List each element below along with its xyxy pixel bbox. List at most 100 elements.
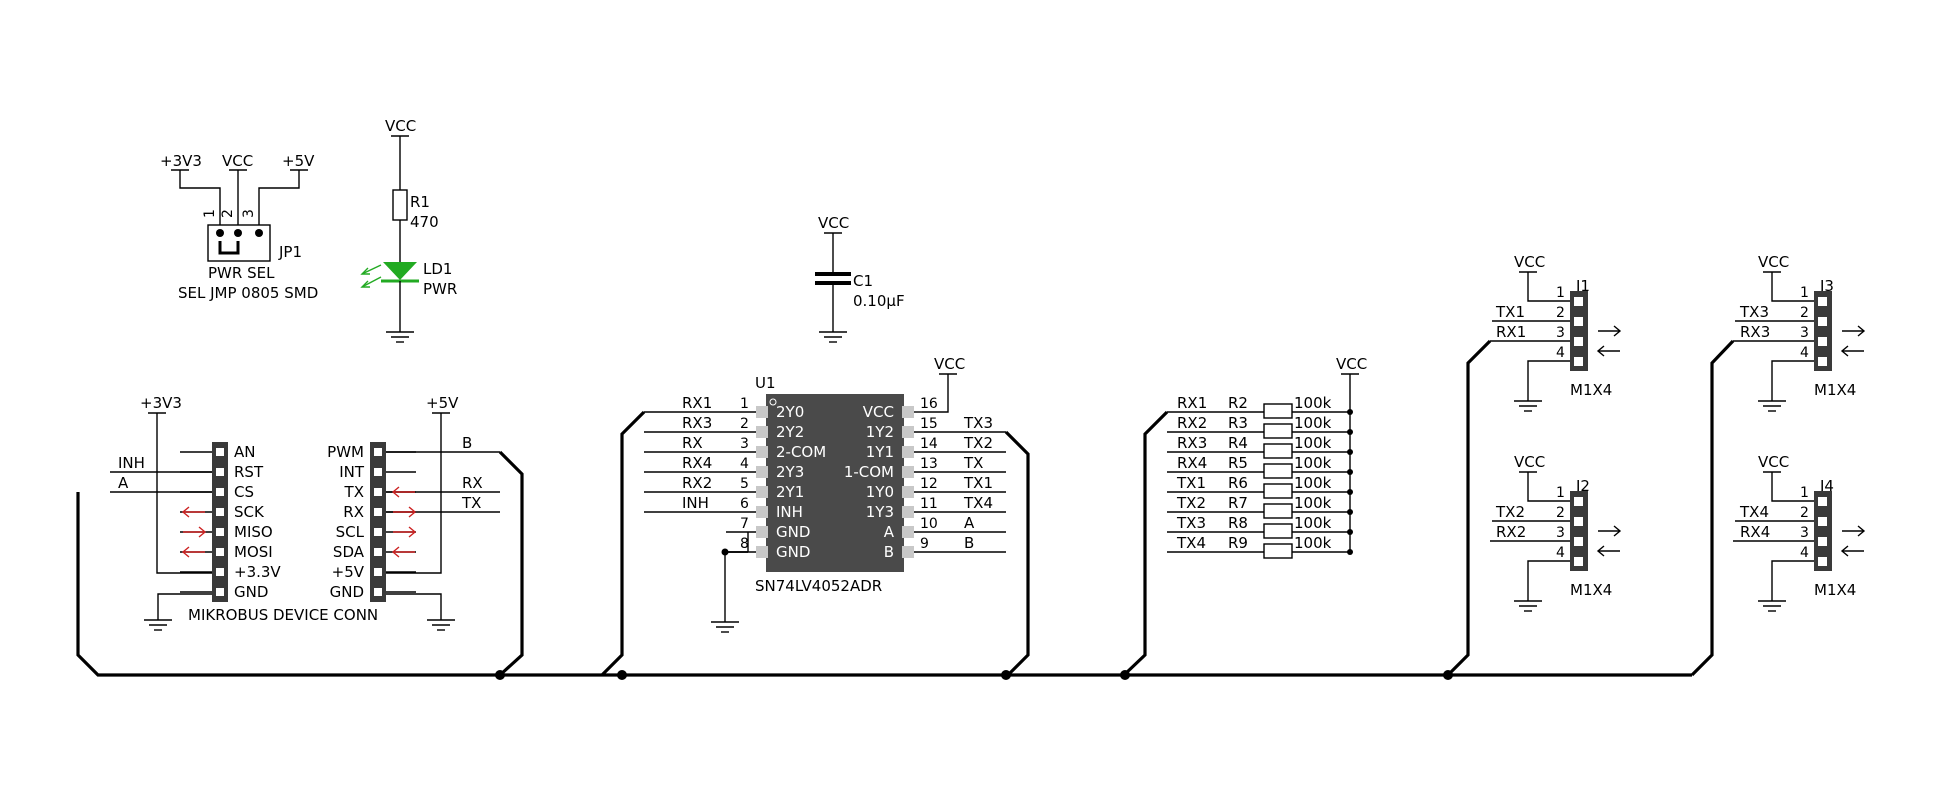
mikrobus-right-pin-label: RX [343, 503, 364, 521]
u1-vcc-label: VCC [934, 355, 965, 373]
u1-right-pin-number: 16 [920, 396, 938, 412]
u1-left-pad [756, 506, 768, 518]
u1-left-pad [756, 526, 768, 538]
pullup-ref: R8 [1228, 514, 1248, 532]
pullup-value: 100k [1294, 474, 1332, 492]
header-rx-label: RX4 [1740, 523, 1770, 541]
u1-left-net-label: RX4 [682, 454, 712, 472]
u1-right-pins: 16VCCTX3151Y2TX2141Y1TX131-COMTX1121Y0TX… [844, 396, 1006, 561]
u1-left-pin-name: GND [776, 543, 810, 561]
header-pin-number: 4 [1800, 545, 1809, 561]
header-tx-label: TX3 [1739, 303, 1769, 321]
pullup-resistor [1263, 543, 1293, 559]
header-arrow-out-head [1613, 525, 1622, 537]
mikrobus-left-pin-pad [216, 588, 224, 596]
header-arrow-in-head [1596, 545, 1605, 557]
header-pin-number: 3 [1800, 525, 1809, 541]
header-vcc-wire [1771, 272, 1814, 302]
header-pin-number: 1 [1556, 485, 1565, 501]
header-type: M1X4 [1814, 381, 1856, 399]
u1-right-pad [902, 526, 914, 538]
header-pin-pad [1574, 537, 1583, 546]
pullup-value: 100k [1294, 534, 1332, 552]
u1-left-net-label: RX3 [682, 414, 712, 432]
c1-vcc-label: VCC [818, 214, 849, 232]
header-pin-pad [1574, 297, 1583, 306]
u1-left-net-label: RX [682, 434, 703, 452]
pullup-value: 100k [1294, 434, 1332, 452]
u1-left-net-label: INH [682, 494, 709, 512]
header-pin-pad [1818, 317, 1827, 326]
pullup-net-label: RX3 [1177, 434, 1207, 452]
mikrobus-net-b: B [462, 434, 472, 452]
u1-right-pad [902, 506, 914, 518]
u1-right-pin-name: 1-COM [844, 463, 894, 481]
pullup-net-label: RX4 [1177, 454, 1207, 472]
header-vcc-wire [1527, 272, 1570, 302]
u1-right-net-label: TX3 [963, 414, 993, 432]
header-pin-pad [1574, 337, 1583, 346]
mikrobus-left-pin-label: RST [234, 463, 264, 481]
pullup-net-label: TX2 [1176, 494, 1206, 512]
u1-left-pad [756, 546, 768, 558]
jp1-rail-5v: +5V [282, 152, 315, 170]
pullup-junction [1347, 449, 1353, 455]
jp1-power-select-jumper: +3V3 VCC +5V 1 2 3 JP1 PWR SEL SEL JMP 0… [160, 152, 318, 302]
r1-value: 470 [410, 213, 439, 231]
mikrobus-left-pin-pad [216, 548, 224, 556]
mikrobus-right-pin-label: +5V [332, 563, 365, 581]
header-vcc-wire [1771, 472, 1814, 502]
u1-left-pin-number: 3 [740, 436, 749, 452]
led-ld1-symbol [383, 262, 417, 280]
u1-right-pin-name: 1Y3 [866, 503, 894, 521]
pullup-value: 100k [1294, 414, 1332, 432]
mikrobus-left-pin-label: SCK [234, 503, 265, 521]
pullup-resistor [1263, 423, 1293, 439]
header-pin-number: 3 [1556, 525, 1565, 541]
mikrobus-net-a: A [118, 474, 129, 492]
header-pin-pad [1818, 357, 1827, 366]
u1-left-pin-number: 4 [740, 456, 749, 472]
u1-right-pin-number: 13 [920, 456, 938, 472]
u1-right-pin-name: A [884, 523, 895, 541]
pullup-ref: R9 [1228, 534, 1248, 552]
mikrobus-left-pin-pad [216, 528, 224, 536]
header-pin-number: 2 [1800, 505, 1809, 521]
header-arrow-out-head [1857, 325, 1866, 337]
header-pin-number: 3 [1800, 325, 1809, 341]
u1-right-pin-name: VCC [863, 403, 894, 421]
u1-left-pin-number: 8 [740, 536, 749, 552]
header-pin-pad [1818, 517, 1827, 526]
jp1-pin-2: 2 [220, 209, 236, 218]
u1-left-pad [756, 446, 768, 458]
pullup-junction [1347, 549, 1353, 555]
header-pin-pad [1818, 337, 1827, 346]
pullup-net-label: TX1 [1176, 474, 1206, 492]
resistor-r1 [392, 189, 408, 221]
mikrobus-left-pin-pad [216, 468, 224, 476]
mikrobus-right-pin-pad [374, 568, 382, 576]
pullup-junction [1347, 529, 1353, 535]
u1-right-pad [902, 466, 914, 478]
header-tx-label: TX2 [1495, 503, 1525, 521]
pullup-ref: R4 [1228, 434, 1248, 452]
header-pin-pad [1574, 517, 1583, 526]
mikrobus-right-pin-label: GND [330, 583, 364, 601]
c1-ref: C1 [853, 272, 873, 290]
u1-left-pin-number: 5 [740, 476, 749, 492]
mikrobus-right-pin-pad [374, 448, 382, 456]
mikrobus-right-pin-label: TX [344, 483, 364, 501]
pullup-ref: R7 [1228, 494, 1248, 512]
mikrobus-left-pin-pad [216, 508, 224, 516]
u1-right-pin-number: 15 [920, 416, 938, 432]
u1-left-pin-number: 6 [740, 496, 749, 512]
u1-right-pin-number: 12 [920, 476, 938, 492]
